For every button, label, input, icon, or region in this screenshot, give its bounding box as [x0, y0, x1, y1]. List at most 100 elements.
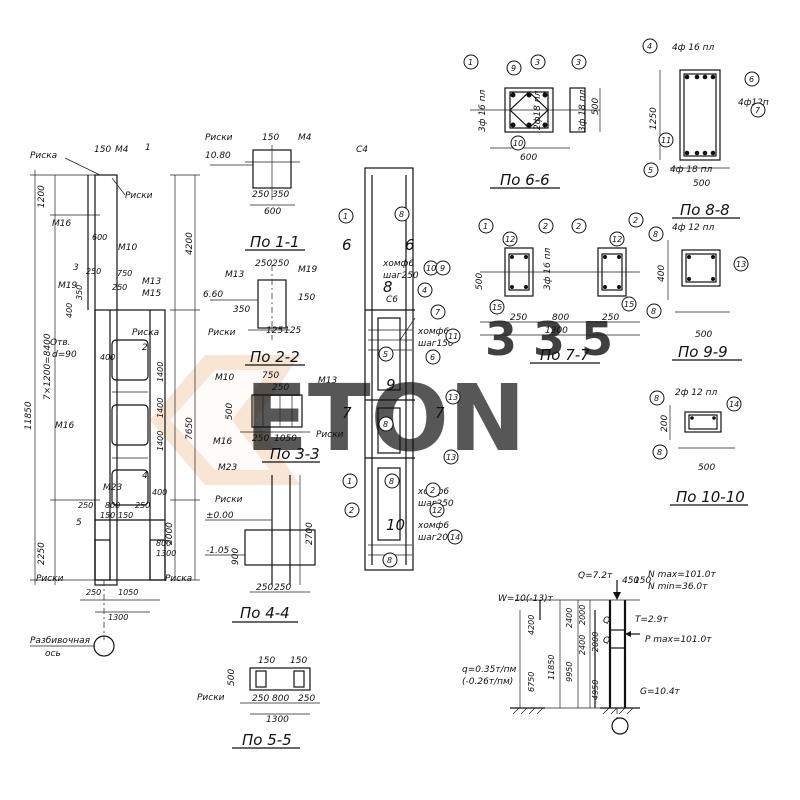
load-dim-11850: 11850 — [547, 655, 556, 680]
s22-riski: Риски — [208, 328, 236, 338]
svg-text:6: 6 — [749, 75, 754, 84]
cage-mark-10: 10 — [386, 516, 405, 534]
s66-500: 500 — [591, 98, 601, 115]
s55-riski: Риски — [197, 693, 225, 703]
dim-250-a: 250 — [86, 267, 101, 276]
s99-title: По 9-9 — [678, 343, 728, 361]
s77-500: 500 — [475, 273, 485, 290]
svg-text:1: 1 — [483, 222, 488, 231]
svg-text:9: 9 — [440, 264, 445, 273]
section-9-9: 4ф 12 пл 400 500 8 13 8 По 9-9 — [646, 223, 749, 361]
svg-text:8: 8 — [653, 230, 658, 239]
label-riski-top: Риски — [125, 191, 153, 201]
dim-7x1200: 7×1200=8400 — [43, 333, 53, 400]
svg-text:8: 8 — [383, 420, 388, 429]
svg-text:7: 7 — [755, 106, 761, 115]
load-t: Т=2.9т — [635, 615, 668, 625]
section-6-6: 3ф 16 пл 2ф18 пл 3ф 18 пл 600 500 1 9 3 … — [463, 54, 601, 189]
section-mark-2: 2 — [142, 343, 148, 353]
section-mark-3: 3 — [73, 263, 79, 273]
cage-mark-6-left: 6 — [342, 236, 352, 254]
reinforcement-cage: С4 хомф6 шаг250 хомф6 шаг150 хомф6 шаг25… — [338, 145, 463, 571]
svg-text:2: 2 — [349, 506, 354, 515]
load-nmax: N max=101.0т — [648, 570, 717, 580]
label-m16-lower: М16 — [55, 421, 74, 431]
dim-1200-top: 1200 — [37, 185, 47, 208]
svg-text:15: 15 — [624, 300, 634, 309]
s11-1080: 10.80 — [205, 151, 231, 161]
load-dim-2000b: 2000 — [591, 632, 600, 652]
s11-riski: Риски — [205, 133, 233, 143]
dim-250-b: 250 — [112, 283, 127, 292]
column-elevation: 1200 11850 7×1200=8400 2250 4200 7650 — [24, 143, 200, 659]
s55-800: 800 — [272, 694, 289, 704]
dim-1400-a: 1400 — [156, 362, 165, 382]
s77-title: По 7-7 — [540, 346, 590, 364]
svg-text:8: 8 — [654, 394, 659, 403]
section-2-2: М13 250 250 М19 6.60 350 150 Риски 125 1… — [203, 259, 317, 366]
svg-text:14: 14 — [450, 533, 460, 542]
svg-text:4: 4 — [647, 42, 652, 51]
s11-title: По 1-1 — [250, 233, 300, 251]
s55-150a: 150 — [258, 656, 275, 666]
s22-m19: М19 — [298, 265, 317, 275]
s22-250b: 250 — [272, 259, 289, 269]
dim-400: 400 — [65, 303, 74, 318]
dim-1400-c: 1400 — [156, 431, 165, 451]
label-150-top: 150 — [94, 145, 111, 155]
dim-350: 350 — [75, 285, 84, 300]
svg-text:2: 2 — [576, 222, 581, 231]
s55-150b: 150 — [290, 656, 307, 666]
s77-1300: 1300 — [545, 326, 568, 336]
dim-2000-right: 2000 — [165, 522, 175, 545]
s33-250: 250 — [272, 383, 289, 393]
cage-mark-8: 8 — [383, 278, 393, 296]
load-q035: q=0.35т/пм — [462, 665, 516, 675]
section-3-3: М10 750 250 М13 500 М16 250 1050 Риски П… — [213, 371, 344, 463]
dim-250-d: 250 — [135, 501, 150, 510]
cage-mark-6-right: 6 — [405, 236, 415, 254]
s44-250a: 250 — [256, 583, 273, 593]
dim-400-b: 400 — [152, 488, 167, 497]
s66-2f18: 2ф18 пл — [533, 90, 543, 130]
svg-text:Q: Q — [603, 616, 610, 626]
s22-125a: 125 — [266, 326, 283, 336]
s66-title: По 6-6 — [500, 171, 550, 189]
svg-text:1: 1 — [343, 212, 348, 221]
label-m15: М15 — [142, 289, 161, 299]
dim-150-a: 150 — [100, 511, 115, 520]
load-dim-2000a: 2000 — [578, 605, 587, 625]
label-razbivochnaya: Разбивочная — [30, 636, 91, 646]
cage-mark-7-left: 7 — [342, 404, 352, 422]
svg-text:8: 8 — [399, 210, 404, 219]
svg-text:9: 9 — [511, 64, 516, 73]
s33-1050: 1050 — [274, 434, 297, 444]
s55-1300: 1300 — [266, 715, 289, 725]
s33-m13: М13 — [318, 376, 337, 386]
dim-4200-right: 4200 — [185, 232, 195, 255]
cage-hom-1: хомф6 — [382, 259, 414, 269]
cage-step-250: шаг250 — [383, 271, 419, 281]
load-450: 450 — [622, 576, 639, 586]
s66-3f18: 3ф 18 пл — [578, 90, 588, 132]
s66-600: 600 — [520, 153, 537, 163]
s77-250b: 250 — [602, 313, 619, 323]
section-10-10: 2ф 12 пл 200 500 8 14 8 По 10-10 — [649, 388, 748, 506]
s22-125b: 125 — [284, 326, 301, 336]
svg-text:6: 6 — [430, 353, 435, 362]
label-riski-base-left: Риски — [36, 574, 64, 584]
s22-660: 6.60 — [203, 290, 223, 300]
label-m13: М13 — [142, 277, 161, 287]
svg-text:5: 5 — [383, 350, 388, 359]
svg-text:12: 12 — [612, 235, 622, 244]
s11-150: 150 — [262, 133, 279, 143]
label-m4-top: М4 — [115, 145, 129, 155]
s11-600: 600 — [264, 207, 281, 217]
dim-250-c: 250 — [78, 501, 93, 510]
section-1-1: Риски 150 М4 10.80 600 250 350 По 1-1 — [205, 133, 312, 251]
dim-250-e: 250 — [86, 588, 101, 597]
s88-1250: 1250 — [649, 107, 659, 130]
s44-105: -1.05 — [206, 546, 230, 556]
section-mark-4: 4 — [142, 471, 148, 481]
s11-m4: М4 — [298, 133, 312, 143]
